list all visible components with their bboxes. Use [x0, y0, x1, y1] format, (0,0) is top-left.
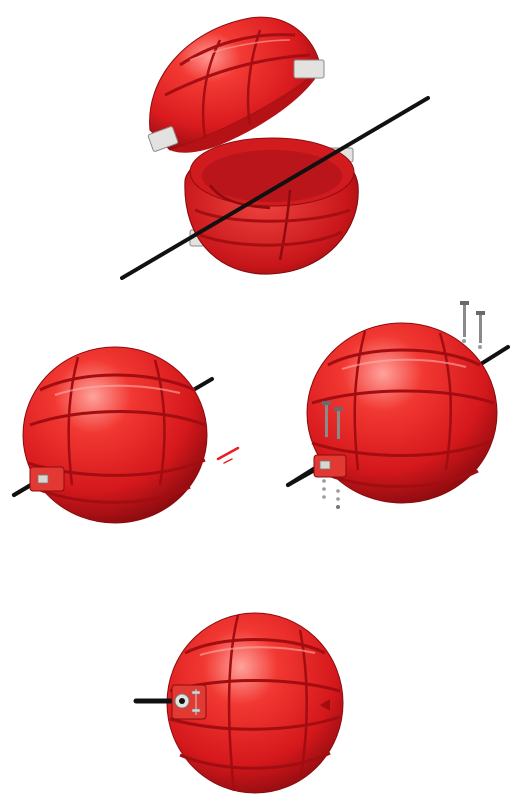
installed-marker-figure [130, 605, 370, 797]
lower-shell [185, 138, 358, 274]
marker-sphere [23, 347, 207, 523]
open-marker-figure [110, 10, 440, 285]
closed-marker-right-figure [280, 295, 511, 525]
clamp-bracket-icon [30, 467, 64, 491]
detached-part-icon [218, 448, 238, 459]
clamp-bracket-icon [314, 455, 346, 477]
upper-shell [150, 17, 320, 153]
closed-marker-left-figure [0, 335, 250, 535]
bolt-icon [460, 301, 485, 349]
clamp-bracket-icon [172, 685, 206, 719]
